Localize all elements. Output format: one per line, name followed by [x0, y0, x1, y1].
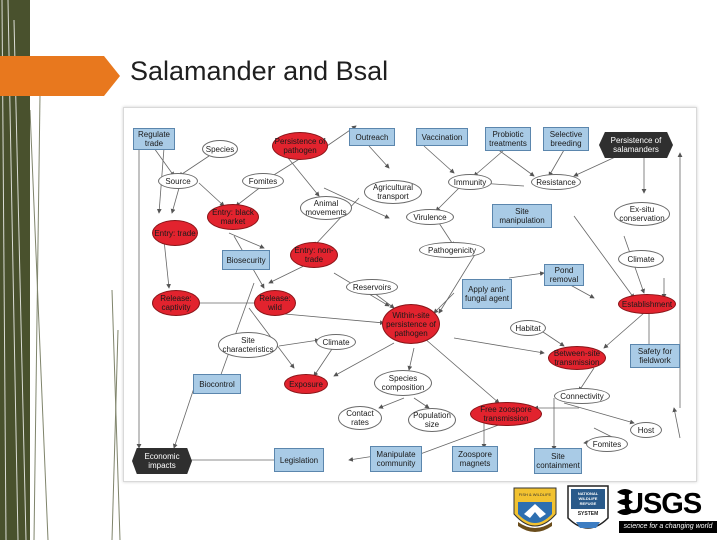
node-between-site-transmission: Between-site transmission [548, 346, 606, 370]
node-selective-breeding: Selective breeding [543, 127, 589, 151]
node-free-zoospore-transmission: Free zoospore transmission [470, 402, 542, 426]
usgs-tagline: science for a changing world [619, 521, 717, 533]
node-agricultural-transport: Agricultural transport [364, 180, 422, 204]
node-site-characteristics: Site characteristics [218, 332, 278, 358]
node-apply-anti-fungal-agent: Apply anti-fungal agent [462, 279, 512, 309]
fws-logo: FISH & WILDLIFE [513, 487, 557, 532]
node-release-captivity: Release: captivity [152, 290, 200, 316]
node-fomites-top: Fomites [242, 173, 284, 189]
node-release-wild: Release: wild [254, 290, 296, 316]
node-connectivity: Connectivity [554, 388, 610, 404]
node-persistence-of-pathogen: Persistence of pathogen [272, 132, 328, 160]
node-site-manipulation: Site manipulation [492, 204, 552, 228]
node-outreach: Outreach [349, 128, 395, 146]
node-legislation: Legislation [274, 448, 324, 472]
node-species: Species [202, 140, 238, 158]
node-entry-black-market: Entry: black market [207, 204, 259, 230]
node-immunity: Immunity [448, 174, 492, 190]
node-manipulate-community: Manipulate community [370, 446, 422, 472]
svg-text:WILDLIFE: WILDLIFE [579, 496, 598, 501]
node-entry-trade: Entry: trade [152, 220, 198, 246]
node-habitat: Habitat [510, 320, 546, 336]
node-establishment: Establishment [618, 294, 676, 314]
node-zoospore-magnets: Zoospore magnets [452, 446, 498, 472]
node-population-size: Population size [408, 408, 456, 432]
node-animal-movements: Animal movements [300, 196, 352, 220]
usgs-wordmark: USGS [623, 488, 702, 520]
node-resistance: Resistance [531, 174, 581, 190]
node-host: Host [630, 422, 662, 438]
node-economic-impacts: Economic impacts [132, 448, 192, 474]
svg-text:NATIONAL: NATIONAL [578, 491, 599, 496]
node-vaccination: Vaccination [416, 128, 468, 146]
node-source: Source [158, 173, 198, 189]
nwrs-logo: NATIONAL WILDLIFE REFUGE SYSTEM [567, 485, 609, 529]
node-biosecurity: Biosecurity [222, 250, 270, 270]
node-reservoirs: Reservoirs [346, 279, 398, 295]
title-accent-tab [0, 56, 120, 96]
node-exposure: Exposure [284, 374, 328, 394]
svg-text:REFUGE: REFUGE [580, 501, 597, 506]
usgs-logo-mark [617, 489, 633, 515]
node-species-composition: Species composition [374, 370, 432, 396]
node-fomites-bottom: Fomites [586, 436, 628, 452]
node-probiotic-treatments: Probiotic treatments [485, 127, 531, 151]
node-pond-removal: Pond removal [544, 264, 584, 286]
fws-logo-text: FISH & WILDLIFE [519, 492, 552, 497]
node-ex-situ-conservation: Ex-situ conservation [614, 202, 670, 226]
node-contact-rates: Contact rates [338, 406, 382, 430]
node-climate-mid: Climate [316, 334, 356, 350]
node-virulence: Virulence [406, 209, 454, 225]
influence-diagram: Regulate trade Species Persistence of pa… [123, 107, 697, 482]
node-persistence-of-salamanders: Persistence of salamanders [599, 132, 673, 158]
node-within-site-persistence: Within-site persistence of pathogen [382, 304, 440, 344]
page-title: Salamander and Bsal [130, 56, 389, 86]
node-safety-for-fieldwork: Safety for fieldwork [630, 344, 680, 368]
node-pathogenicity: Pathogenicity [419, 242, 485, 258]
node-entry-non-trade: Entry: non-trade [290, 242, 338, 268]
node-biocontrol: Biocontrol [193, 374, 241, 394]
svg-text:SYSTEM: SYSTEM [578, 511, 599, 517]
node-site-containment: Site containment [534, 448, 582, 474]
node-climate-right: Climate [618, 250, 664, 268]
node-regulate-trade: Regulate trade [133, 128, 175, 150]
